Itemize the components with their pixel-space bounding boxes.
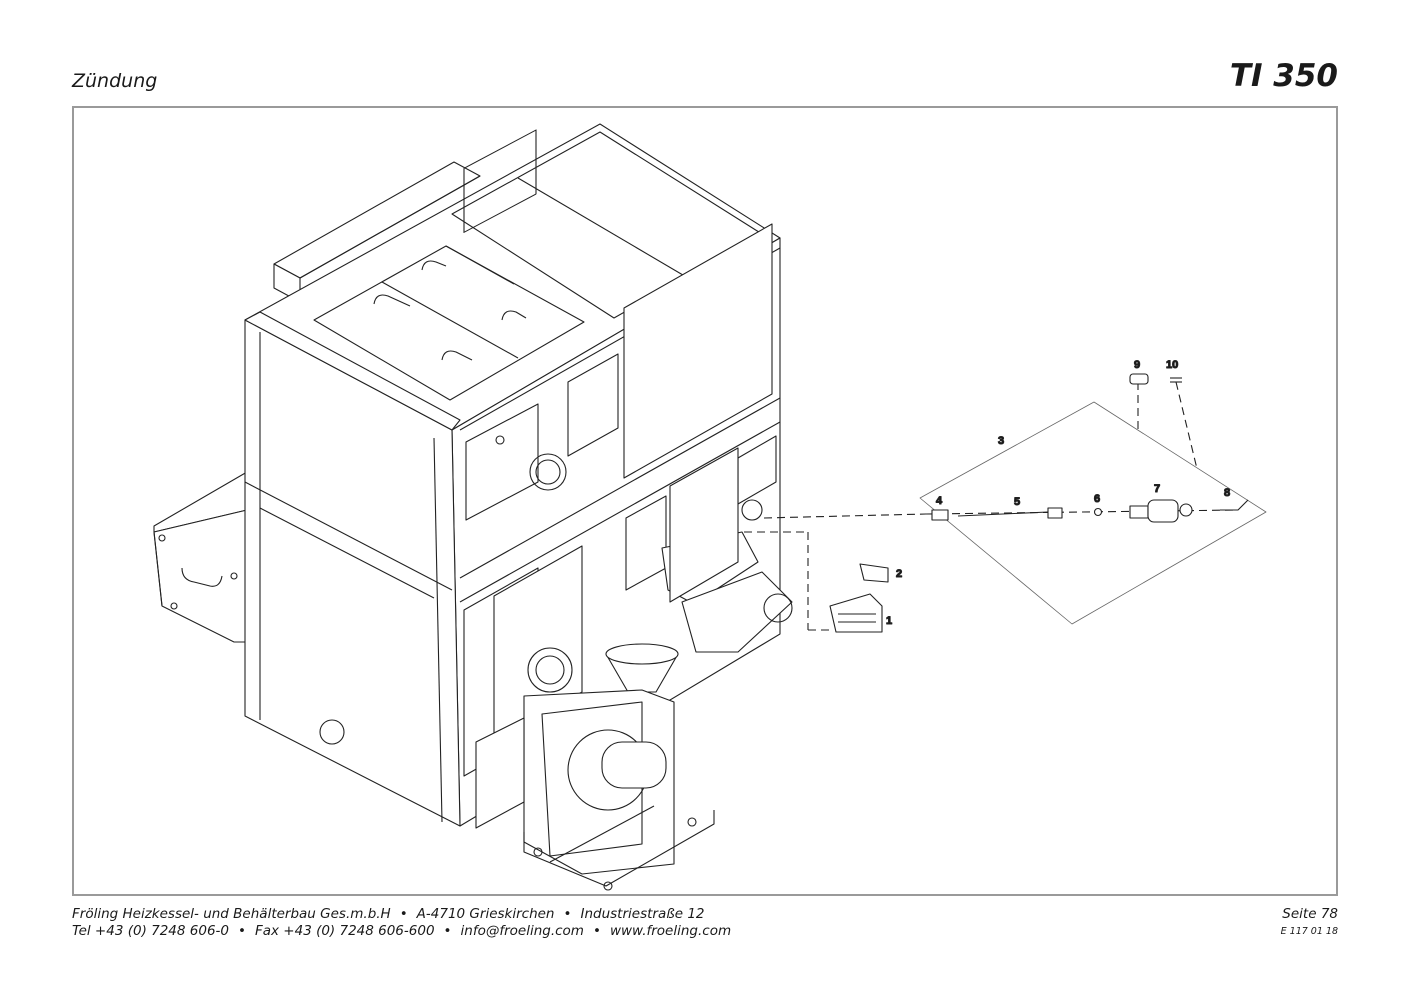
company-street: Industriestraße 12: [580, 906, 705, 922]
part-label-3: 3: [998, 435, 1004, 447]
part-label-9: 9: [1134, 359, 1140, 371]
email-link[interactable]: info@froeling.com: [460, 923, 584, 939]
part-label-4: 4: [936, 495, 943, 507]
part-label-6: 6: [1094, 493, 1100, 505]
drawing-frame: 1 2 3 4 5 6 7 8 9 10: [72, 106, 1338, 896]
part-label-10: 10: [1166, 359, 1178, 371]
boiler-rear-frame: [273, 161, 481, 303]
exploded-view-drawing: 1 2 3 4 5 6 7 8 9 10: [153, 123, 1267, 891]
model-title: TI 350: [1229, 58, 1338, 94]
part-labels: 1 2 3 4 5 6 7 8 9 10: [885, 358, 1230, 627]
bullet: •: [399, 906, 408, 922]
side-ash-box: [153, 471, 248, 643]
company-city: A-4710 Grieskirchen: [416, 906, 555, 922]
ignition-detail-panel: [919, 373, 1267, 625]
ignition-cover-parts: [829, 563, 889, 633]
boiler-body: [244, 123, 793, 891]
ignition-fan: [1147, 499, 1179, 523]
ignition-cable: [1220, 499, 1249, 511]
bullet: •: [238, 923, 246, 939]
page-number: Seite 78: [1282, 906, 1338, 922]
company-name: Fröling Heizkessel- und Behälterbau Ges.…: [72, 906, 391, 922]
part-label-5: 5: [1014, 496, 1020, 508]
page-title: Zündung: [72, 70, 158, 92]
part-label-8: 8: [1224, 487, 1230, 499]
website-link[interactable]: www.froeling.com: [609, 923, 732, 939]
bullet: •: [592, 923, 601, 939]
sealing-ring: [1093, 507, 1103, 517]
part-label-2: 2: [896, 568, 902, 580]
ignition-sleeve: [931, 509, 949, 521]
bullet: •: [563, 906, 572, 922]
ignition-rod: [957, 511, 1049, 517]
footer-contact: Fröling Heizkessel- und Behälterbau Ges.…: [72, 906, 731, 940]
fax: Fax +43 (0) 7248 606-600: [254, 923, 435, 939]
phone: Tel +43 (0) 7248 606-0: [72, 923, 229, 939]
ignition-cartridge: [1129, 373, 1149, 385]
part-label-7: 7: [1154, 483, 1160, 495]
footer-page-info: Seite 78 E 117 01 18: [1281, 906, 1338, 940]
document-code: E 117 01 18: [1280, 926, 1338, 937]
footer-line-1: Fröling Heizkessel- und Behälterbau Ges.…: [72, 906, 731, 923]
part-label-1: 1: [886, 615, 892, 627]
bullet: •: [443, 923, 452, 939]
footer-line-2: Tel +43 (0) 7248 606-0 • Fax +43 (0) 7248 …: [72, 923, 731, 940]
